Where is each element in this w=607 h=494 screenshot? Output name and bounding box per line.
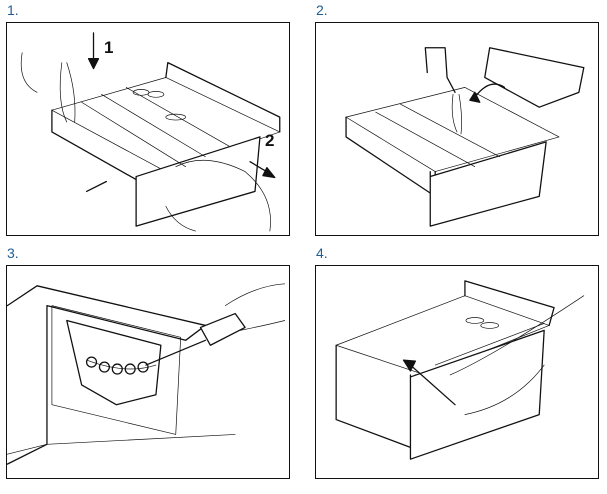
step-2-label: 2. (316, 2, 328, 18)
drawer-removal-drawing (20, 32, 281, 232)
step-2-illustration (315, 22, 599, 236)
step-1-label: 1. (7, 2, 19, 18)
rinse-drawer-drawing (345, 47, 585, 227)
step-3-label: 3. (7, 245, 19, 261)
step-4-label: 4. (316, 245, 328, 261)
callout-pull: 2 (265, 131, 275, 150)
step-4-illustration (315, 265, 599, 479)
step-3-illustration (6, 265, 290, 479)
step-1-illustration: 1 2 (6, 22, 290, 236)
callout-press: 1 (104, 38, 114, 57)
clean-recess-drawing (7, 283, 286, 465)
reinsert-drawer-drawing (335, 280, 585, 460)
